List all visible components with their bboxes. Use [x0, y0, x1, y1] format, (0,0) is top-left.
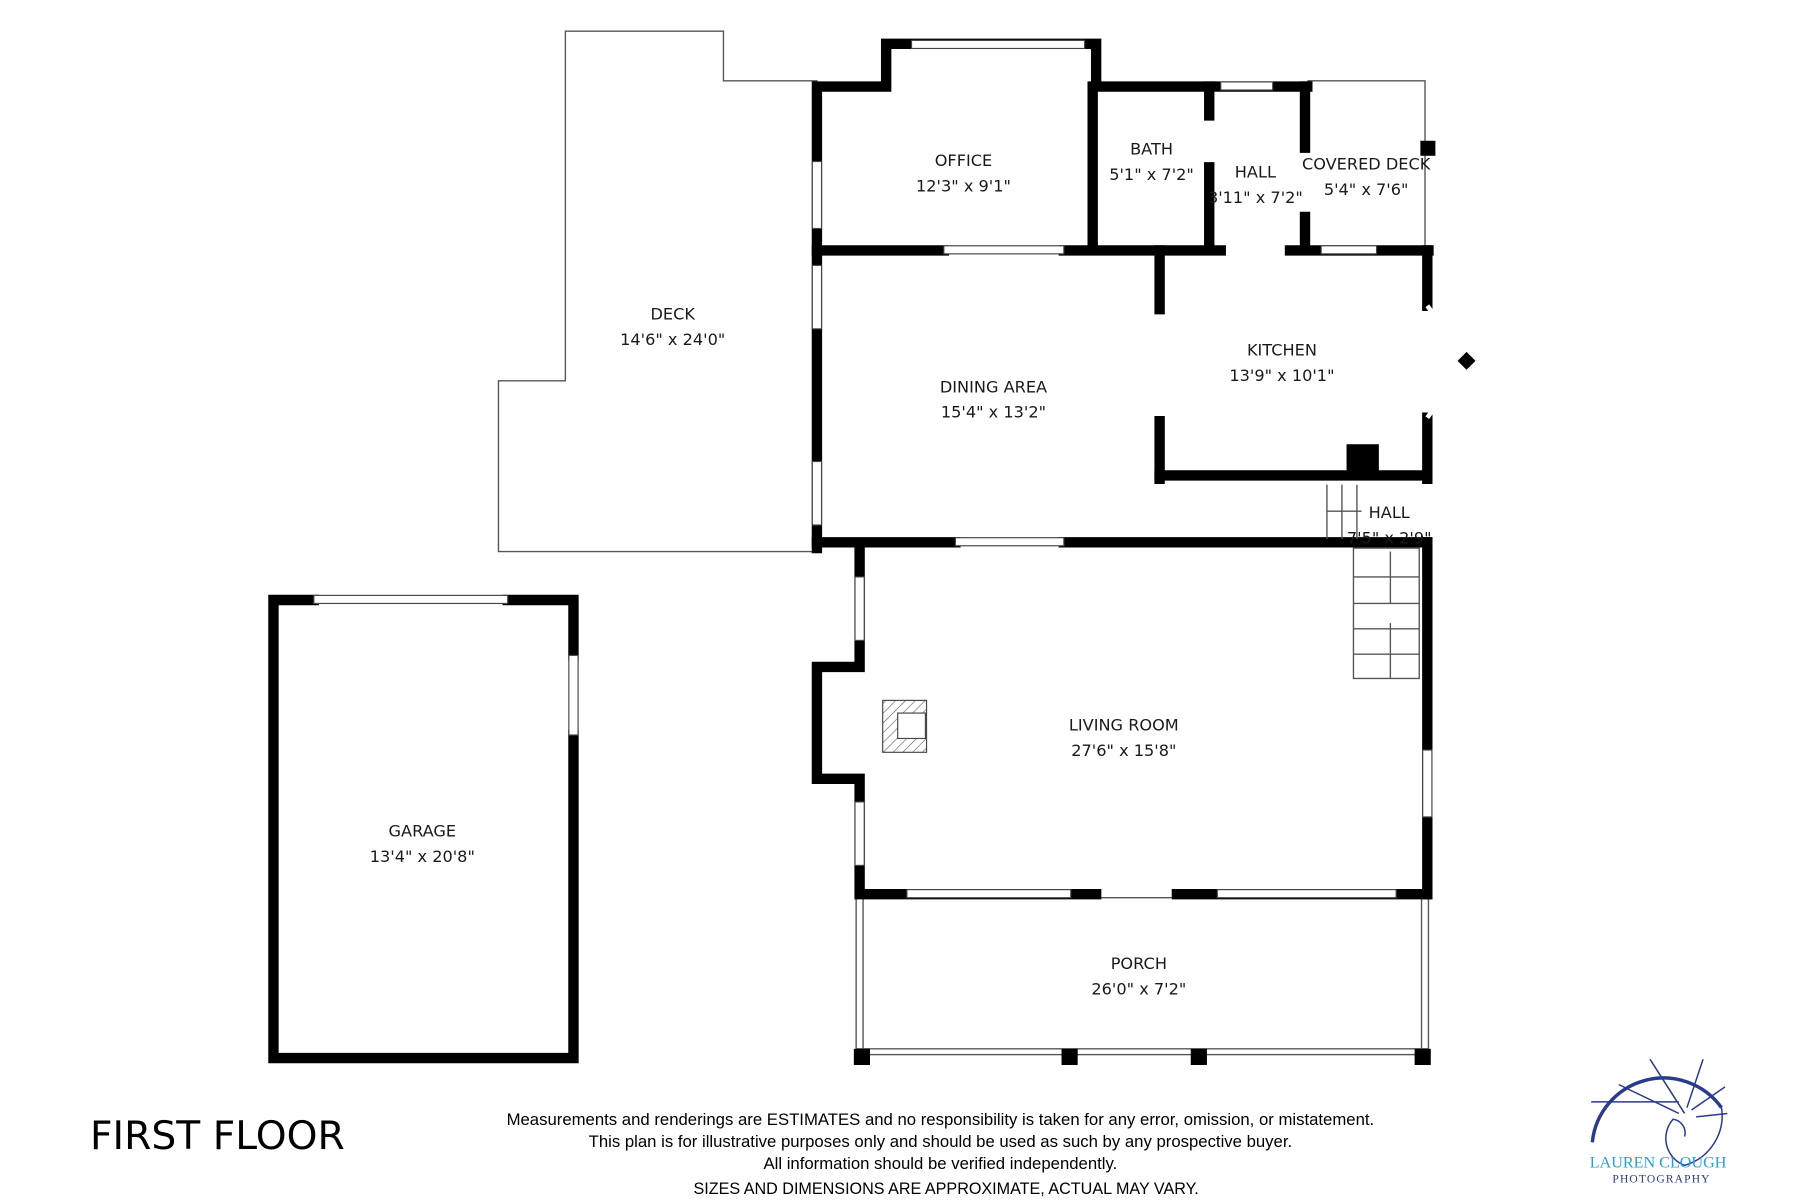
approx-note: SIZES AND DIMENSIONS ARE APPROXIMATE, AC… — [694, 1180, 1199, 1198]
covered-deck-outline — [1307, 80, 1426, 249]
disclaimer-line: All information should be verified indep… — [763, 1154, 1117, 1173]
porch-outline — [855, 896, 1430, 1056]
room-name: KITCHEN — [1247, 340, 1317, 359]
disclaimer-line: This plan is for illustrative purposes o… — [589, 1132, 1293, 1151]
room-labels: OFFICE 12'3" x 9'1" BATH 5'1" x 7'2" HAL… — [370, 140, 1432, 999]
room-size: 12'3" x 9'1" — [916, 177, 1011, 196]
room-name: PORCH — [1111, 954, 1167, 973]
deck-outline — [497, 30, 818, 553]
room-size: 7'5" x 2'9" — [1347, 528, 1432, 547]
porch-posts — [853, 1048, 1431, 1065]
room-size: 5'1" x 7'2" — [1109, 165, 1194, 184]
logo-subtitle: PHOTOGRAPHY — [1612, 1174, 1710, 1186]
room-size: 27'6" x 15'8" — [1071, 741, 1176, 760]
room-size: 26'0" x 7'2" — [1091, 980, 1186, 999]
room-name: HALL — [1235, 163, 1276, 182]
logo-name: LAUREN CLOUGH — [1590, 1155, 1727, 1172]
room-size: 14'6" x 24'0" — [620, 330, 725, 349]
room-size: 15'4" x 13'2" — [941, 403, 1046, 422]
room-size: 13'4" x 20'8" — [370, 847, 475, 866]
room-name: HALL — [1369, 503, 1410, 522]
logo: LAUREN CLOUGH PHOTOGRAPHY — [1590, 1058, 1728, 1186]
post — [1420, 140, 1436, 156]
windows — [313, 39, 1433, 899]
fireplace — [882, 699, 928, 753]
room-name: DINING AREA — [940, 377, 1047, 396]
room-size: 5'4" x 7'6" — [1324, 180, 1409, 199]
stairs — [1326, 484, 1420, 680]
room-name: LIVING ROOM — [1069, 715, 1179, 734]
room-name: OFFICE — [935, 151, 993, 170]
room-name: DECK — [650, 305, 695, 324]
room-name: BATH — [1130, 140, 1173, 159]
floor-title: FIRST FLOOR — [90, 1114, 345, 1159]
disclaimer-line: Measurements and renderings are ESTIMATE… — [507, 1110, 1375, 1129]
room-size: 3'11" x 7'2" — [1208, 188, 1303, 207]
room-size: 13'9" x 10'1" — [1229, 366, 1334, 385]
room-name: GARAGE — [389, 822, 457, 841]
room-name: COVERED DECK — [1302, 155, 1431, 174]
